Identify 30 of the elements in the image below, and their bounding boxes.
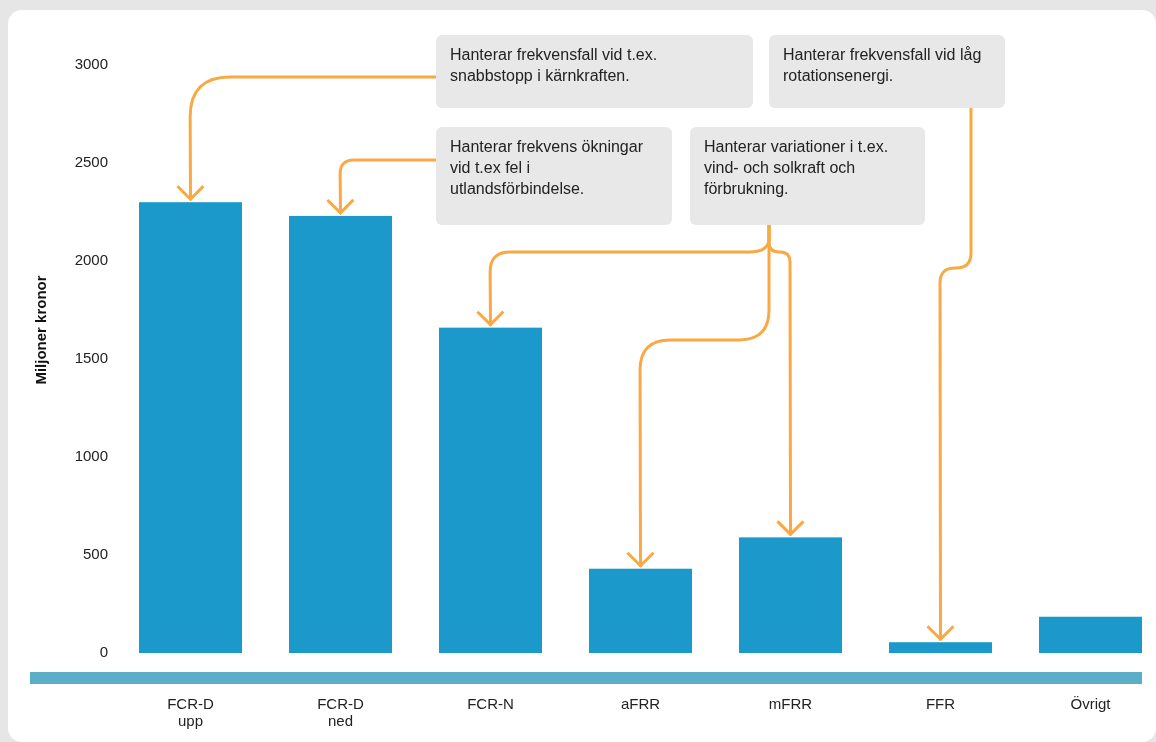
y-tick-label: 1500 (73, 349, 108, 366)
bar (439, 327, 542, 653)
callout-box: Hanterar frekvensfall vid t.ex. snabbstopp i kärnkraften. (436, 35, 753, 108)
y-tick-label: 500 (81, 545, 108, 562)
bar (139, 202, 242, 653)
callout-box: Hanterar variationer i t.ex. vind- och solkraft och förbrukning. (690, 127, 925, 225)
category-label: Övrigt (1069, 696, 1112, 713)
leader-arrow (325, 158, 436, 215)
y-axis-title: Miljoner kronor (31, 275, 49, 385)
category-label: FCR-D ned (316, 696, 365, 729)
bar (739, 537, 842, 653)
bar (889, 642, 992, 653)
bar (1039, 616, 1142, 653)
category-label: FCR-N (466, 696, 515, 713)
leader-arrow (767, 225, 805, 536)
y-tick-label: 1000 (73, 447, 108, 464)
y-tick-label: 2500 (73, 153, 108, 170)
leader-arrow (175, 75, 436, 201)
y-tick-label: 3000 (73, 55, 108, 72)
category-label: aFRR (619, 696, 662, 713)
bar (289, 215, 392, 653)
category-label: FFR (924, 696, 957, 713)
y-tick-label: 0 (98, 643, 108, 660)
callout-box: Hanterar frekvens ökningar vid t.ex fel i utlandsförbindelse. (436, 127, 672, 225)
callout-box: Hanterar frekvensfall vid låg rotationsenergi. (769, 35, 1005, 108)
bar (589, 568, 692, 653)
y-tick-label: 2000 (73, 251, 108, 268)
category-label: FCR-D upp (166, 696, 215, 729)
category-label: mFRR (767, 696, 814, 713)
leader-arrow (926, 108, 973, 641)
